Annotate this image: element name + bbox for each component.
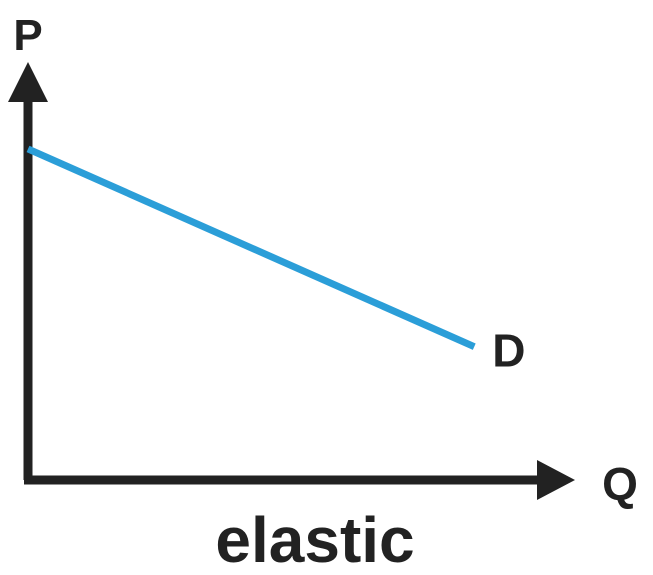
chart-caption: elastic: [215, 504, 414, 575]
y-axis-label: P: [13, 11, 42, 60]
x-axis-label: Q: [602, 458, 638, 510]
demand-curve-label: D: [492, 325, 525, 377]
x-axis-arrow: [537, 460, 575, 500]
y-axis-arrow: [8, 62, 48, 102]
demand-curve-line: [26, 145, 476, 350]
